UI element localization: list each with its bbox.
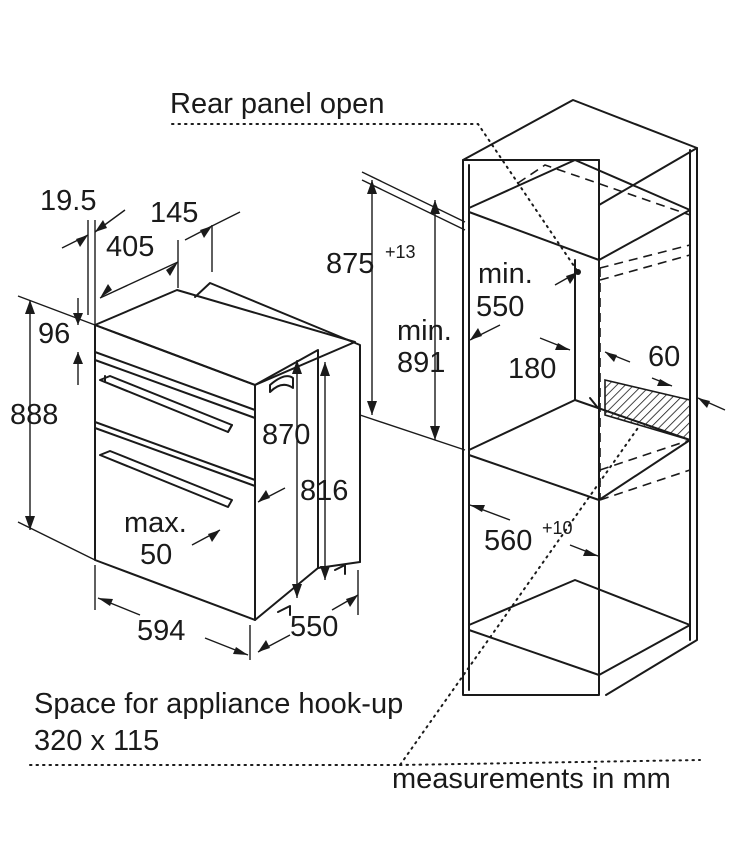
oven-appliance <box>94 282 361 621</box>
installation-cabinet <box>462 99 698 696</box>
dim-96: 96 <box>38 318 70 350</box>
dim-550-niche: 550 <box>476 291 524 323</box>
dim-870: 870 <box>262 419 310 451</box>
dim-max: max. <box>124 507 187 539</box>
cabinet-front <box>462 159 600 696</box>
oven-top <box>94 289 356 386</box>
dim-875: 875 <box>326 248 374 280</box>
units-leader <box>399 759 701 766</box>
hookup-label-line1: Space for appliance hook-up <box>34 688 403 720</box>
dim-875-tolerance: +13 <box>385 242 416 262</box>
leader-lines <box>29 123 701 766</box>
oven-rear-box <box>194 282 361 563</box>
hookup-cutout <box>604 378 691 442</box>
dim-560-tolerance: +10 <box>542 518 573 538</box>
door-divider <box>94 421 256 481</box>
dim-888: 888 <box>10 399 58 431</box>
lower-door-handle <box>99 450 233 508</box>
control-strip-line <box>94 351 256 411</box>
cabinet-top <box>462 99 698 206</box>
dimension-lines <box>17 171 726 660</box>
control-knob <box>269 375 294 393</box>
units-note: measurements in mm <box>392 763 671 795</box>
dim-891: 891 <box>397 347 445 379</box>
dim-550-depth: 550 <box>290 611 338 643</box>
rear-panel-leader <box>171 123 579 273</box>
dim-50: 50 <box>140 539 172 571</box>
dim-min-b: min. <box>478 258 533 290</box>
dim-60: 60 <box>648 341 680 373</box>
oven-side <box>254 349 319 621</box>
dim-816: 816 <box>300 475 348 507</box>
rear-panel-label: Rear panel open <box>170 88 384 120</box>
dim-min-a: min. <box>397 315 452 347</box>
dim-180: 180 <box>508 353 556 385</box>
cabinet-inner-shelf-top <box>468 159 691 261</box>
dim-560: 560 <box>484 525 532 557</box>
rear-dashed-outline <box>517 164 691 269</box>
hookup-label-line2: 320 x 115 <box>34 725 159 757</box>
dim-594: 594 <box>137 615 185 647</box>
cabinet-base <box>468 579 691 676</box>
dim-19-5: 19.5 <box>40 185 96 217</box>
text-labels: Rear panel open 19.5 145 405 96 888 870 … <box>10 88 680 795</box>
dim-405: 405 <box>106 231 154 263</box>
dim-145: 145 <box>150 197 198 229</box>
upper-door-handle <box>99 375 233 433</box>
